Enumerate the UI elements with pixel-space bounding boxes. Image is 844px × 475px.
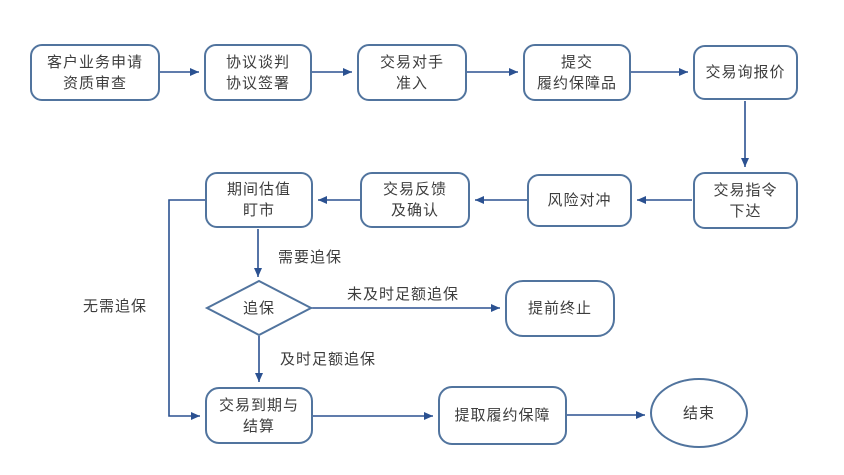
- edge-label-timely-margin: 及时足额追保: [280, 351, 377, 368]
- margin-call-diamond: [204, 279, 314, 337]
- node-risk-hedge: 风险对冲: [527, 174, 632, 227]
- node-agreement-negotiation: 协议谈判 协议签署: [204, 44, 312, 101]
- node-trade-confirmation: 交易反馈 及确认: [360, 172, 470, 228]
- node-counterparty-access: 交易对手 准入: [357, 44, 467, 101]
- edge-label-no-margin: 无需追保: [83, 298, 148, 315]
- node-maturity-settlement: 交易到期与 结算: [205, 387, 313, 444]
- edge-label-late-margin: 未及时足额追保: [347, 286, 460, 303]
- node-collateral-submission: 提交 履约保障品: [523, 44, 631, 101]
- node-trade-order: 交易指令 下达: [693, 172, 798, 229]
- edge-label-need-margin: 需要追保: [278, 249, 343, 266]
- node-customer-application: 客户业务申请 资质审查: [30, 44, 160, 101]
- node-end: 结束: [650, 378, 748, 448]
- edge-valuation-to-settle-bypass: [168, 199, 205, 420]
- node-mark-to-market: 期间估值 盯市: [205, 172, 313, 228]
- node-early-termination: 提前终止: [505, 280, 615, 337]
- decision-margin-call: 追保: [242, 299, 275, 317]
- node-quote-inquiry: 交易询报价: [693, 45, 798, 100]
- node-collateral-withdrawal: 提取履约保障: [438, 386, 567, 445]
